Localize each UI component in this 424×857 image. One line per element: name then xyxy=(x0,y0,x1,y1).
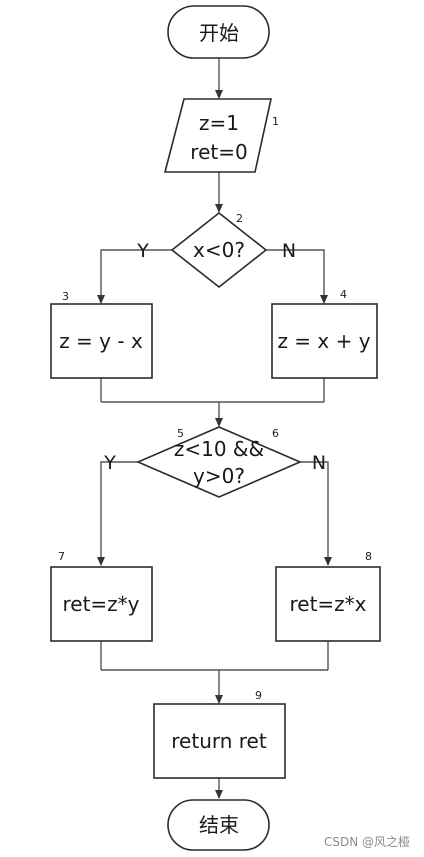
cond1-node: x<0? 2 Y N xyxy=(136,211,296,289)
assign-add-label: z = x + y xyxy=(277,329,370,353)
ret-mul-x-shape xyxy=(275,566,381,642)
cond2-node: z<10 && y>0? 5 6 Y N xyxy=(103,426,326,498)
start-shape xyxy=(167,5,270,59)
edges xyxy=(97,58,332,799)
assign-sub-node: z = y - x 3 xyxy=(50,290,153,379)
watermark-label: CSDN @风之桠 xyxy=(324,835,410,849)
edge-cond1-yes xyxy=(97,249,172,304)
assign-sub-label: z = y - x xyxy=(59,329,143,353)
cond2-line2: y>0? xyxy=(193,464,245,488)
end-shape xyxy=(167,799,270,851)
assign-sub-shape xyxy=(50,303,153,379)
cond1-shape xyxy=(170,211,268,289)
return-label: return ret xyxy=(171,729,267,753)
ret-mul-x-label: ret=z*x xyxy=(289,592,366,616)
assign-sub-step-number: 3 xyxy=(62,290,69,303)
cond2-yes-label: Y xyxy=(103,452,116,474)
return-node: return ret 9 xyxy=(153,689,286,779)
ret-mul-y-label: ret=z*y xyxy=(62,592,139,616)
assign-add-step-number: 4 xyxy=(340,288,347,301)
cond1-no-label: N xyxy=(282,240,296,262)
init-line1: z=1 xyxy=(199,111,239,135)
cond2-shape xyxy=(135,426,303,498)
ret-mul-y-node: ret=z*y 7 xyxy=(50,550,153,642)
init-step-number: 1 xyxy=(272,115,279,128)
edge-cond2-no xyxy=(300,461,332,566)
assign-add-shape xyxy=(271,303,378,379)
cond1-step-number: 2 xyxy=(236,212,243,225)
end-node: 结束 xyxy=(167,799,270,851)
cond1-yes-label: Y xyxy=(136,240,149,262)
ret-mul-y-step-number: 7 xyxy=(58,550,65,563)
edge-cond1-no xyxy=(266,249,328,304)
cond2-step-number-right: 6 xyxy=(272,427,279,440)
cond2-line1: z<10 && xyxy=(174,437,264,461)
ret-mul-y-shape xyxy=(50,566,153,642)
init-node: z=1 ret=0 1 xyxy=(163,98,279,173)
edge-cond2-yes xyxy=(97,461,138,566)
cond1-label: x<0? xyxy=(193,238,245,262)
start-label: 开始 xyxy=(199,21,239,45)
end-label: 结束 xyxy=(199,813,239,837)
ret-mul-x-step-number: 8 xyxy=(365,550,372,563)
init-line2: ret=0 xyxy=(190,140,247,164)
return-shape xyxy=(153,703,286,779)
return-step-number: 9 xyxy=(255,689,262,702)
assign-add-node: z = x + y 4 xyxy=(271,288,378,379)
init-shape xyxy=(163,98,272,173)
start-node: 开始 xyxy=(167,5,270,59)
cond2-no-label: N xyxy=(312,452,326,474)
ret-mul-x-node: ret=z*x 8 xyxy=(275,550,381,642)
cond2-step-number-left: 5 xyxy=(177,427,184,440)
